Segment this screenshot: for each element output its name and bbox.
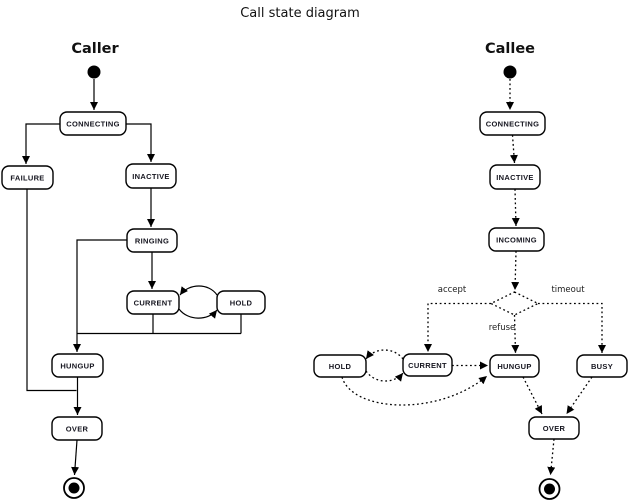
callee-state-current: CURRENT bbox=[402, 353, 453, 377]
caller-state-inactive: INACTIVE bbox=[125, 163, 177, 189]
caller-state-hold: HOLD bbox=[216, 290, 266, 315]
caller-state-failure: FAILURE bbox=[1, 165, 54, 190]
caller-state-ringing-label: RINGING bbox=[135, 237, 169, 246]
edge-callee-connecting-inactive bbox=[509, 134, 518, 164]
callee-machine: accept timeout refuse CONNECTING INACTIV… bbox=[313, 65, 628, 500]
callee-state-hungup: HUNGUP bbox=[489, 354, 540, 378]
caller-machine: CONNECTING FAILURE INACTIVE RINGING CURR… bbox=[1, 65, 266, 499]
caller-final-state bbox=[63, 477, 85, 499]
edge-callee-accept-current bbox=[424, 302, 491, 352]
callee-state-over-label: OVER bbox=[543, 424, 566, 433]
callee-final-state bbox=[538, 478, 561, 500]
callee-state-incoming: INCOMING bbox=[488, 227, 545, 252]
edge-callee-timeout-busy bbox=[538, 302, 606, 353]
callee-state-current-label: CURRENT bbox=[408, 361, 447, 370]
callee-state-busy-label: BUSY bbox=[591, 362, 613, 371]
caller-initial-state bbox=[87, 65, 101, 79]
caller-state-current: CURRENT bbox=[126, 290, 180, 315]
callee-state-hold-label: HOLD bbox=[329, 362, 352, 371]
caller-state-hold-label: HOLD bbox=[230, 299, 253, 308]
callee-state-connecting: CONNECTING bbox=[479, 111, 546, 136]
caller-state-current-label: CURRENT bbox=[134, 299, 173, 308]
caller-state-over-label: OVER bbox=[66, 425, 89, 434]
edge-callee-over-final bbox=[547, 438, 556, 476]
edge-callee-inactive-incoming bbox=[511, 188, 520, 227]
callee-state-busy: BUSY bbox=[576, 354, 628, 378]
edge-caller-connecting-inactive bbox=[126, 123, 155, 162]
edge-caller-merge-line bbox=[77, 314, 242, 335]
caller-state-connecting: CONNECTING bbox=[59, 111, 127, 136]
caller-state-hungup: HUNGUP bbox=[51, 353, 104, 378]
guard-label-refuse: refuse bbox=[489, 323, 516, 333]
callee-initial-state bbox=[503, 65, 517, 79]
edge-caller-ringing-hungup bbox=[73, 239, 127, 352]
callee-state-inactive: INACTIVE bbox=[489, 164, 541, 190]
edge-callee-refuse-hungup bbox=[511, 314, 520, 354]
edge-callee-hold-current bbox=[365, 370, 404, 382]
edge-caller-failure-over bbox=[26, 189, 77, 392]
caller-state-connecting-label: CONNECTING bbox=[66, 120, 119, 129]
caller-state-hungup-label: HUNGUP bbox=[60, 362, 94, 371]
caller-state-failure-label: FAILURE bbox=[10, 174, 44, 183]
guard-label-timeout: timeout bbox=[551, 285, 585, 295]
guard-label-accept: accept bbox=[438, 285, 467, 295]
caller-state-over: OVER bbox=[51, 416, 103, 441]
callee-state-incoming-label: INCOMING bbox=[496, 236, 537, 245]
callee-heading: Callee bbox=[485, 41, 535, 57]
edge-callee-hungup-over bbox=[522, 376, 543, 415]
caller-heading: Caller bbox=[71, 41, 119, 57]
edge-callee-busy-over bbox=[565, 376, 593, 415]
callee-state-over: OVER bbox=[528, 416, 580, 440]
edge-caller-over-final bbox=[71, 439, 80, 476]
callee-state-connecting-label: CONNECTING bbox=[486, 120, 539, 129]
edge-callee-hold-hungup-curve bbox=[341, 375, 488, 406]
callee-choice-diamond bbox=[489, 291, 540, 316]
edge-callee-current-hold bbox=[365, 349, 404, 360]
callee-state-hungup-label: HUNGUP bbox=[497, 362, 531, 371]
edge-caller-hold-current bbox=[179, 285, 218, 296]
callee-state-hold: HOLD bbox=[313, 354, 367, 378]
caller-state-inactive-label: INACTIVE bbox=[132, 172, 169, 181]
callee-state-inactive-label: INACTIVE bbox=[496, 173, 533, 182]
edge-callee-incoming-choice bbox=[511, 250, 520, 291]
edge-caller-connecting-failure bbox=[22, 123, 60, 164]
caller-state-ringing: RINGING bbox=[126, 228, 178, 253]
page-title: Call state diagram bbox=[240, 6, 360, 21]
edge-caller-current-hold bbox=[178, 308, 218, 319]
